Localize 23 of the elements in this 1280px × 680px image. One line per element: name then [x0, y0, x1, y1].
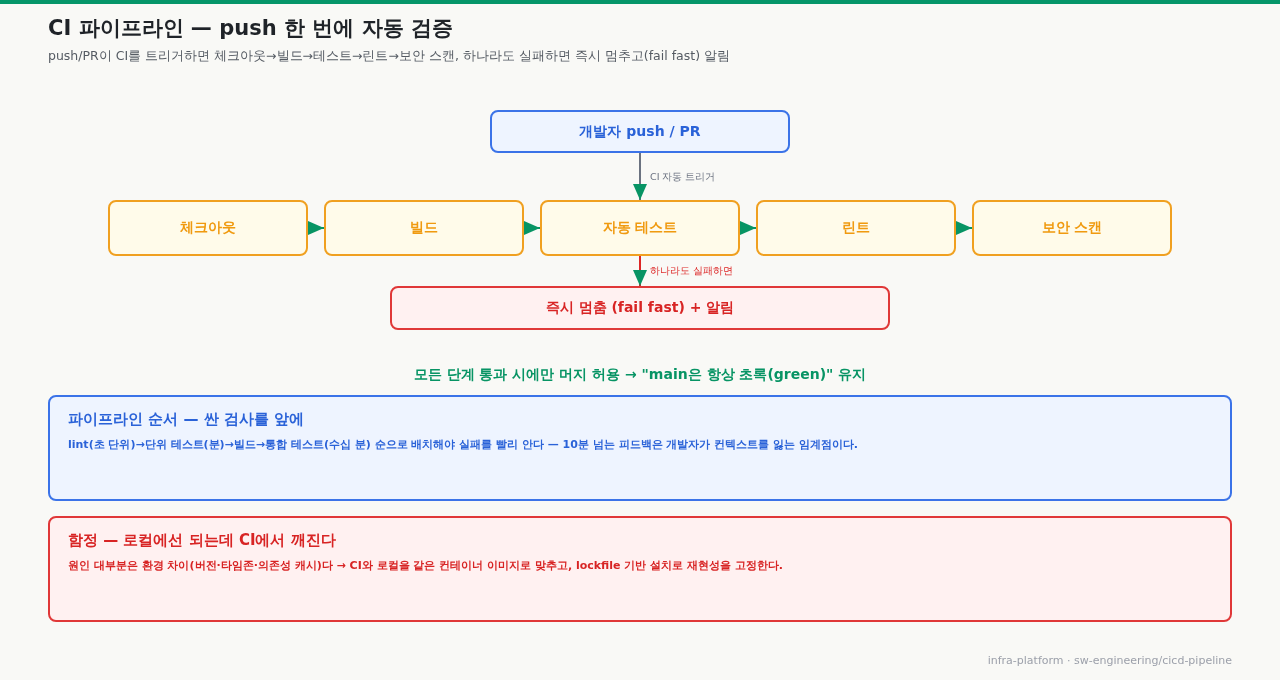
- process-box: 빌드: [324, 200, 524, 256]
- title: CI 파이프라인 — push 한 번에 자동 검증: [48, 15, 453, 42]
- note-panel: [48, 395, 1232, 501]
- process-box: 체크아웃: [108, 200, 308, 256]
- arrow: [633, 152, 647, 201]
- process-box: 보안 스캔: [972, 200, 1172, 256]
- process-box: 자동 테스트: [540, 200, 740, 256]
- arrow: [523, 221, 541, 235]
- arrow: [739, 221, 757, 235]
- process-box: 린트: [756, 200, 956, 256]
- panel-text: lint(초 단위)→단위 테스트(분)→빌드→통합 테스트(수십 분) 순으로 배치해야 실패를 빨리 안다 — 10분 넘는 피드백은 개발자가 컨텍스트를 잃는 임계점이다.: [68, 437, 859, 452]
- arrow: [307, 221, 325, 235]
- process-box: 개발자 push / PR: [490, 110, 790, 153]
- panel-text: 원인 대부분은 환경 차이(버전·타임존·의존성 캐시)다 → CI와 로컬을 같은 컨테이너 이미지로 맞추고, lockfile 기반 설치로 재현성을 고정한다.: [68, 558, 783, 573]
- panel-heading: 파이프라인 순서 — 싼 검사를 앞에: [68, 410, 305, 429]
- alert-box: 즉시 멈춤 (fail fast) + 알림: [390, 286, 890, 330]
- footer-text: infra-platform · sw-engineering/cicd-pipeline: [987, 654, 1232, 667]
- arrow: [955, 221, 973, 235]
- warning-panel: [48, 516, 1232, 622]
- note-text: 모든 단계 통과 시에만 머지 허용 → "main은 항상 초록(green)" 유지: [413, 366, 867, 382]
- subtitle: push/PR이 CI를 트리거하면 체크아웃→빌드→테스트→린트→보안 스캔, 하나라도 실패하면 즉시 멈추고(fail fast) 알림: [48, 48, 730, 65]
- arrow: [633, 255, 647, 287]
- panel-heading: 함정 — 로컬에선 되는데 CI에서 깨진다: [68, 531, 336, 550]
